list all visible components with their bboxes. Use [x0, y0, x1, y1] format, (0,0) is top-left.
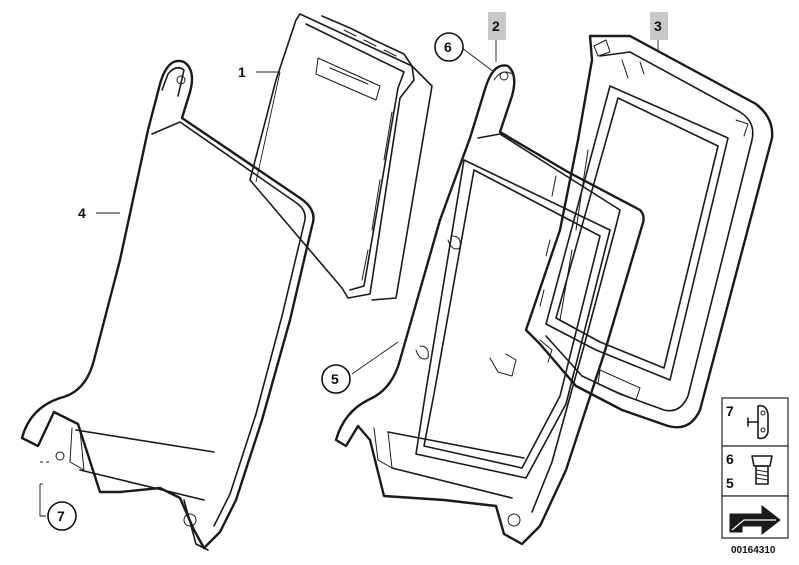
callout-4[interactable]: 4 [78, 205, 86, 221]
callout-3-tag [650, 12, 668, 40]
callout-6[interactable]: 6 [434, 32, 464, 62]
callout-1[interactable]: 1 [238, 64, 246, 80]
legend-item-7-label: 7 [726, 403, 734, 419]
callout-3[interactable]: 3 [650, 12, 668, 40]
callout-5-circle [321, 364, 351, 394]
callout-2-tag [488, 12, 506, 40]
callout-4-label: 4 [78, 205, 86, 221]
part-1-backrest-cover[interactable] [249, 13, 433, 301]
callout-6-circle [434, 32, 464, 62]
legend-item-5-label: 5 [726, 475, 734, 491]
callout-2-label: 2 [492, 18, 500, 34]
legend-panel: 7 6 5 [721, 397, 789, 539]
callout-1-label: 1 [238, 64, 246, 80]
document-number: 00164310 [731, 545, 776, 556]
legend-item-6-label: 6 [726, 451, 734, 467]
callout-6-label: 6 [444, 39, 452, 55]
callout-7[interactable]: 7 [47, 501, 77, 531]
callout-7-circle [47, 501, 77, 531]
callout-5[interactable]: 5 [321, 364, 351, 394]
part-5-backrest-frame[interactable] [334, 64, 645, 546]
callout-7-label: 7 [57, 508, 65, 524]
screw-bolt-icon [751, 455, 773, 485]
legend-cell-6-5 [721, 445, 789, 497]
callout-2[interactable]: 2 [488, 12, 506, 40]
part-4-backrest-pad[interactable] [20, 59, 315, 551]
callout-3-label: 3 [654, 18, 662, 34]
callout-5-label: 5 [331, 371, 339, 387]
leader-lines [39, 38, 659, 517]
clip-fastener-icon [747, 404, 769, 440]
assembly-arrow-icon [729, 504, 781, 536]
part-3-rear-frame[interactable] [524, 34, 774, 429]
